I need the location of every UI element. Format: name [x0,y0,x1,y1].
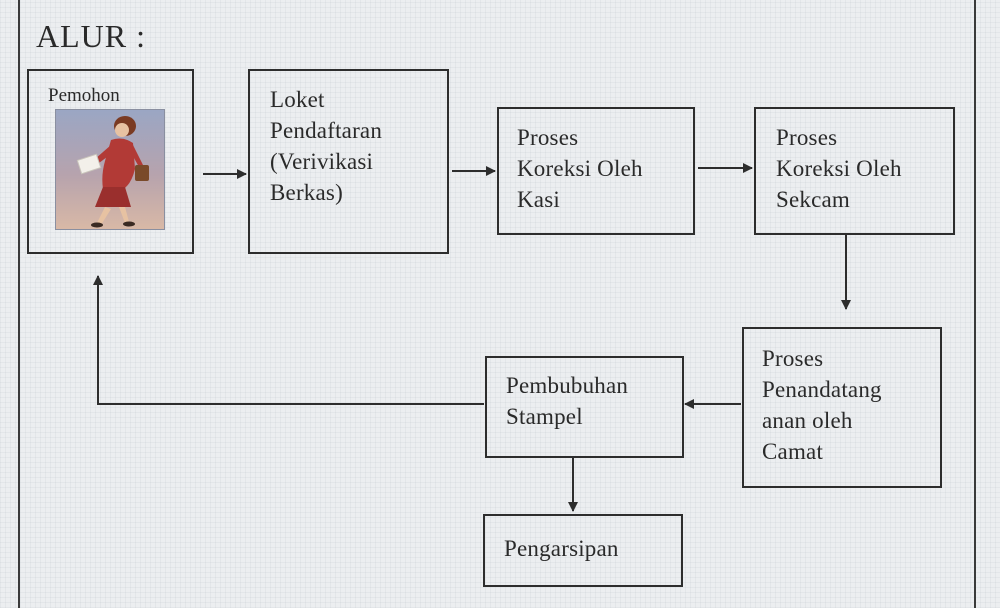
right-border-line [974,0,976,608]
node-koreksi-sekcam [754,107,955,235]
node-pembubuhan-stampel [485,356,684,458]
node-pemohon [27,69,194,254]
node-koreksi-kasi-label: Proses Koreksi Oleh Kasi [517,125,643,212]
node-koreksi-kasi [497,107,695,235]
node-pengarsipan [483,514,683,587]
node-pengarsipan-label: Pengarsipan [504,536,619,561]
diagram-title: ALUR : [36,18,146,54]
node-pembubuhan-stampel-label: Pembubuhan Stampel [506,373,629,429]
node-loket-pendaftaran-label: Loket Pendaftaran (Verivikasi Berkas) [270,87,383,205]
node-penandatanganan-camat [742,327,942,488]
node-penandatanganan-camat-label: Proses Penandatang anan oleh Camat [762,346,882,464]
node-pemohon-label: Pemohon [48,85,120,106]
node-koreksi-sekcam-label: Proses Koreksi Oleh Sekcam [776,125,902,212]
arrow-stampel-to-pemohon [93,275,484,405]
node-loket-pendaftaran [248,69,449,254]
left-border-line [18,0,20,608]
applicant-woman-illustration [55,109,165,230]
